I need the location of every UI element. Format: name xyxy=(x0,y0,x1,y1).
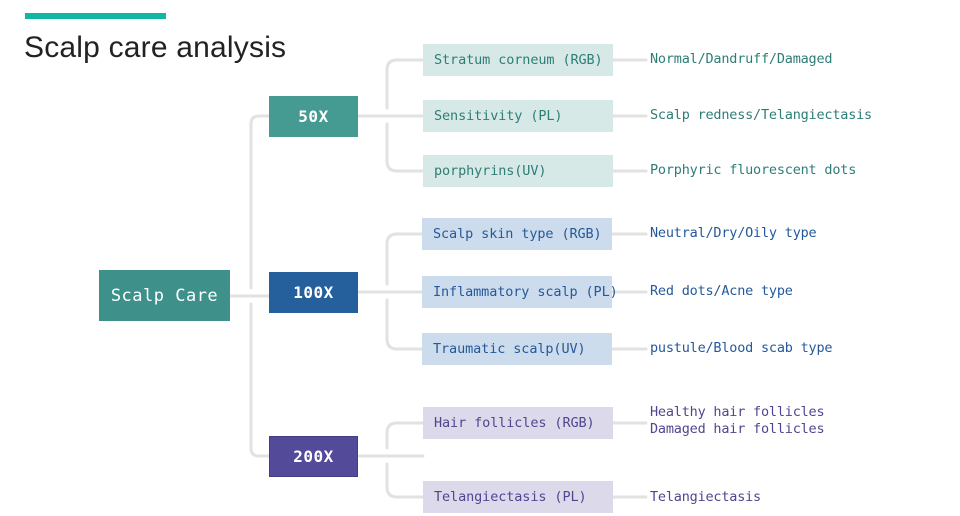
outcome-label-sensitivity: Scalp redness/Telangiectasis xyxy=(650,107,872,123)
item-box-stratum-corneum[interactable]: Stratum corneum (RGB) xyxy=(423,44,613,76)
outcome-label-inflammatory-scalp: Red dots/Acne type xyxy=(650,283,793,299)
magnification-node-200x[interactable]: 200X xyxy=(269,436,358,477)
outcome-label-stratum-corneum: Normal/Dandruff/Damaged xyxy=(650,51,833,67)
item-box-porphyrins[interactable]: porphyrins(UV) xyxy=(423,155,613,187)
item-box-telangiectasis[interactable]: Telangiectasis (PL) xyxy=(423,481,613,513)
page-title: Scalp care analysis xyxy=(24,31,287,64)
outcome-label-hair-follicles: Healthy hair follicles Damaged hair foll… xyxy=(650,404,825,437)
outcome-label-scalp-skin-type: Neutral/Dry/Oily type xyxy=(650,225,817,241)
item-box-traumatic-scalp[interactable]: Traumatic scalp(UV) xyxy=(422,333,612,365)
outcome-label-telangiectasis: Telangiectasis xyxy=(650,489,761,505)
magnification-node-50x[interactable]: 50X xyxy=(269,96,358,137)
item-box-inflammatory-scalp[interactable]: Inflammatory scalp (PL) xyxy=(422,276,618,308)
magnification-node-100x[interactable]: 100X xyxy=(269,272,358,313)
item-box-scalp-skin-type[interactable]: Scalp skin type (RGB) xyxy=(422,218,612,250)
item-box-hair-follicles[interactable]: Hair follicles (RGB) xyxy=(423,407,613,439)
outcome-label-porphyrins: Porphyric fluorescent dots xyxy=(650,162,857,178)
item-box-sensitivity[interactable]: Sensitivity (PL) xyxy=(423,100,613,132)
root-node-scalp-care[interactable]: Scalp Care xyxy=(99,270,230,321)
outcome-label-traumatic-scalp: pustule/Blood scab type xyxy=(650,340,833,356)
title-accent-bar xyxy=(25,13,166,19)
